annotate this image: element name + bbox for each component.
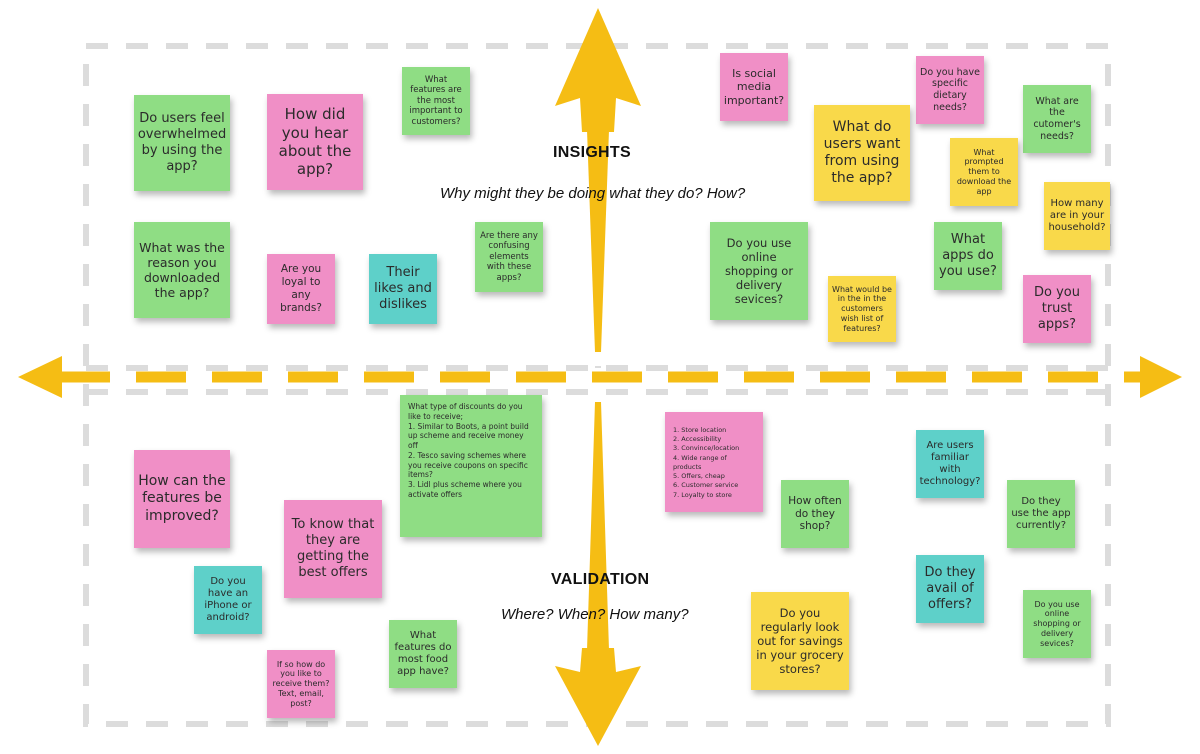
note-store-priorities: 1. Store location 2. Accessibility 3. Co…: [665, 412, 763, 512]
arrow-left-icon: [18, 356, 62, 398]
note-confusing-elements: Are there any confusing elements with th…: [475, 222, 543, 292]
note-how-often-shop: How often do they shop?: [781, 480, 849, 548]
discount-item: 1. Similar to Boots, a point build up sc…: [408, 421, 529, 451]
note-best-offers: To know that they are getting the best o…: [284, 500, 382, 598]
note-iphone-android: Do you have an iPhone or android?: [194, 566, 262, 634]
vertical-axis-bottom: [587, 402, 609, 650]
note-overwhelmed: Do users feel overwhelmed by using the a…: [134, 95, 230, 191]
priority-item: 4. Wide range of products: [673, 453, 727, 471]
note-use-app-currently: Do they use the app currently?: [1007, 480, 1075, 548]
discount-list: What type of discounts do you like to re…: [408, 402, 534, 500]
vertical-axis-top: [587, 130, 609, 352]
discount-intro: What type of discounts do you like to re…: [408, 402, 523, 421]
note-wish-list: What would be in the in the customers wi…: [828, 276, 896, 342]
priority-item: 5. Offers, cheap: [673, 472, 725, 481]
priority-item: 2. Accessibility: [673, 435, 722, 444]
note-features-improved: How can the features be improved?: [134, 450, 230, 548]
note-discount-types: What type of discounts do you like to re…: [400, 395, 542, 537]
arrow-right-icon: [1140, 356, 1182, 398]
validation-subtitle: Where? When? How many?: [501, 606, 689, 623]
note-receive-coupons: If so how do you like to receive them? T…: [267, 650, 335, 718]
insights-title: INSIGHTS: [553, 144, 631, 161]
note-what-apps: What apps do you use?: [934, 222, 1002, 290]
note-look-for-savings: Do you regularly look out for savings in…: [751, 592, 849, 690]
priority-item: 1. Store location: [673, 426, 727, 434]
note-reason-downloaded: What was the reason you downloaded the a…: [134, 222, 230, 318]
insights-subtitle: Why might they be doing what they do? Ho…: [440, 185, 746, 202]
note-important-features: What features are the most important to …: [402, 67, 470, 135]
note-dietary-needs: Do you have specific dietary needs?: [916, 56, 984, 124]
note-want-from-app: What do users want from using the app?: [814, 105, 910, 201]
priority-item: 3. Convince/location: [673, 444, 740, 453]
validation-title: VALIDATION: [551, 571, 650, 588]
note-social-media: Is social media important?: [720, 53, 788, 121]
priority-item: 7. Loyalty to store: [673, 490, 732, 499]
note-likes-dislikes: Their likes and dislikes: [369, 254, 437, 324]
priority-list: 1. Store location 2. Accessibility 3. Co…: [673, 426, 755, 500]
note-trust-apps: Do you trust apps?: [1023, 275, 1091, 343]
note-customer-needs: What are the cutomer's needs?: [1023, 85, 1091, 153]
note-food-app-features: What features do most food app have?: [389, 620, 457, 688]
discount-item: 3. Lidl plus scheme where you activate o…: [408, 480, 522, 499]
note-familiar-technology: Are users familiar with technology?: [916, 430, 984, 498]
note-online-shopping-bottom: Do you use online shopping or delivery s…: [1023, 590, 1091, 658]
note-avail-offers: Do they avail of offers?: [916, 555, 984, 623]
arrow-up-icon: [555, 8, 641, 132]
priority-item: 6. Customer service: [673, 481, 739, 490]
note-household: How many are in your household?: [1044, 182, 1110, 250]
note-hear-about: How did you hear about the app?: [267, 94, 363, 190]
discount-item: 2. Tesco saving schemes where you receiv…: [408, 450, 528, 480]
note-loyal-brands: Are you loyal to any brands?: [267, 254, 335, 324]
note-online-shopping-top: Do you use online shopping or delivery s…: [710, 222, 808, 320]
note-prompted-download: What prompted them to download the app: [950, 138, 1018, 206]
arrow-down-icon: [555, 648, 641, 746]
